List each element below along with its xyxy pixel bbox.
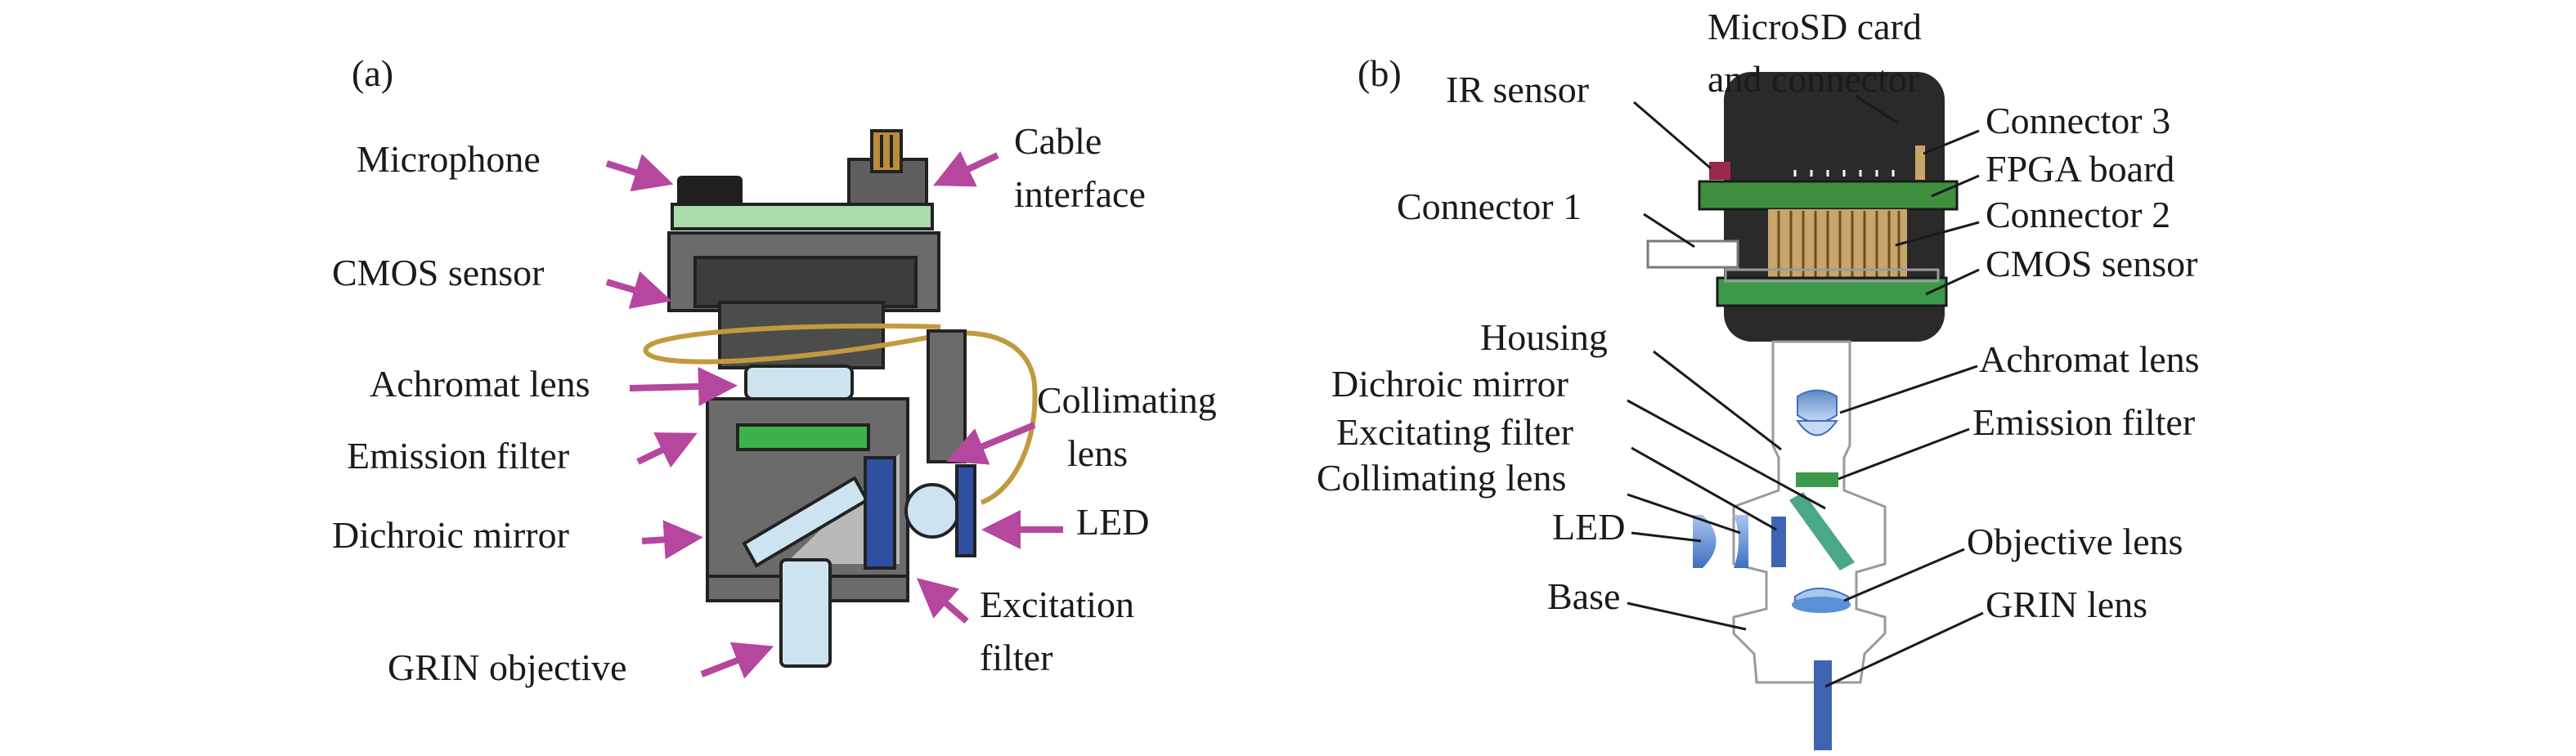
label-base: Base [1547,575,1620,617]
label-collimating-lens-b: Collimating lens [1317,457,1566,499]
leader-led [1631,531,1702,543]
arrow-emission-filter [636,432,698,468]
cable [643,323,1038,505]
cmos-board-part [1716,276,1948,307]
label-microsd-1: MicroSD card [1708,6,1922,47]
led-part [955,464,976,557]
leader-collimating-lens [1627,493,1741,535]
led-b-part [1693,515,1717,568]
label-excitation-filter-2: filter [980,637,1052,678]
panel-b-leaders [1627,95,1984,688]
leader-emission-filter [1838,427,1970,481]
pcb-board [671,203,934,230]
label-microsd-2: and connector [1708,58,1919,100]
arrow-microphone [605,154,674,192]
label-achromat-lens-b: Achromat lens [1979,338,2200,380]
label-grin-objective: GRIN objective [388,646,627,688]
arrow-excitation-filter [916,578,969,624]
label-connector-1: Connector 1 [1397,186,1582,227]
leader-excitating-filter [1631,446,1777,531]
leader-fpga-board [1931,174,1980,198]
leader-base [1627,602,1747,631]
label-cmos-sensor: CMOS sensor [332,252,544,293]
collimating-lens-b-part [1734,515,1748,568]
excitating-filter-b-part [1771,517,1786,567]
panel-b: (b) [1317,6,2200,750]
label-emission-filter: Emission filter [347,435,569,476]
leader-objective-lens [1843,548,1965,602]
label-led-b: LED [1552,506,1625,548]
panel-a: (a) [332,52,1217,688]
label-cable-interface-1: Cable [1014,120,1102,162]
label-led: LED [1076,501,1149,543]
arrow-grin-objective [700,642,774,679]
achromat-lens-part [744,365,854,400]
cable-pins [870,129,903,173]
excitation-filter-part [864,456,896,570]
ir-sensor-part [1709,162,1730,180]
arrow-achromat-lens [629,366,738,406]
connector-2-part [1768,209,1907,283]
label-fpga-board: FPGA board [1986,148,2174,190]
leader-achromat-lens [1839,365,1978,414]
arrow-cmos-sensor [605,271,672,309]
leader-cmos-sensor [1925,268,1980,296]
collimating-lens-part [904,483,960,539]
leader-microsd [1856,95,1898,124]
leader-dichroic-mirror [1627,399,1826,510]
grin-lens-b-part [1814,660,1832,750]
label-grin-lens: GRIN lens [1986,584,2147,625]
achromat-lens-b-part [1797,389,1838,423]
label-housing: Housing [1480,316,1608,358]
label-objective-lens: Objective lens [1967,521,2183,562]
leader-ir-sensor [1633,101,1712,170]
dichroic-mirror-b-part [1789,492,1855,570]
microphone-part [677,176,743,208]
label-dichroic-mirror: Dichroic mirror [332,514,569,556]
leader-grin-lens [1824,611,1984,688]
arrow-dichroic-mirror [641,520,703,560]
label-emission-filter-b: Emission filter [1972,401,2195,443]
leader-connector-1 [1643,212,1695,248]
arrow-collimating-lens [945,422,1036,465]
panel-b-tag: (b) [1358,52,1402,94]
fpga-board-part [1698,180,1959,211]
label-collimating-lens-1: Collimating [1037,379,1217,421]
label-excitating-filter: Excitating filter [1336,411,1573,453]
label-connector-3: Connector 3 [1986,100,2170,141]
label-connector-2: Connector 2 [1986,194,2170,235]
emission-filter-b-part [1796,472,1838,487]
miniscope-b-device [1646,72,1959,750]
miniscope-a-device [643,129,1038,668]
label-dichroic-mirror-b: Dichroic mirror [1331,363,1568,405]
panel-a-tag: (a) [352,52,393,94]
leader-housing [1653,350,1782,451]
label-excitation-filter-1: Excitation [980,584,1134,625]
arrow-cable-interface [933,150,999,187]
label-collimating-lens-2: lens [1067,432,1128,474]
label-cable-interface-2: interface [1014,173,1146,215]
leader-connector-3 [1923,129,1980,155]
panel-a-arrows [605,150,1063,679]
label-cmos-sensor-b: CMOS sensor [1986,243,2197,284]
emission-filter-part [736,423,870,451]
grin-objective-part [779,558,832,668]
label-ir-sensor: IR sensor [1446,69,1589,110]
label-achromat-lens: Achromat lens [370,363,590,405]
label-microphone: Microphone [357,138,541,180]
leader-connector-2 [1895,221,1980,247]
